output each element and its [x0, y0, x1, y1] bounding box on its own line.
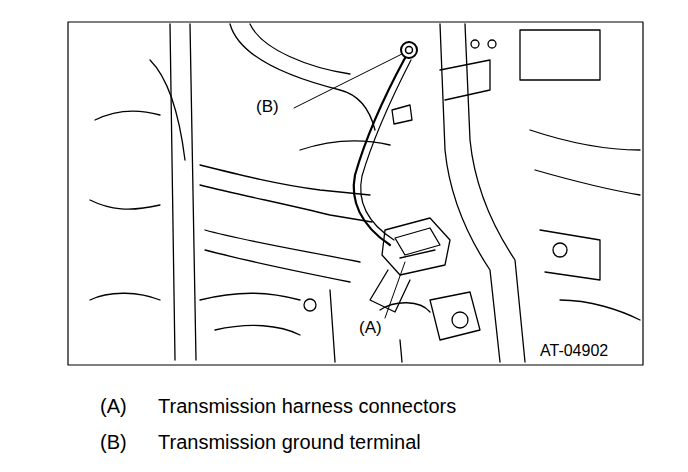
- legend-description: Transmission ground terminal: [156, 431, 423, 454]
- figure-number: AT-04902: [538, 342, 610, 360]
- legend-key: (A): [98, 395, 129, 418]
- leader-lines: [294, 54, 405, 318]
- legend-key: (B): [98, 431, 129, 454]
- legend-description: Transmission harness connectors: [156, 395, 458, 418]
- figure-frame: [68, 22, 643, 365]
- callout-letter: (A): [357, 318, 384, 338]
- callout-letter: (B): [254, 97, 281, 117]
- engine-bay-outline: [90, 24, 640, 362]
- ground-cable: [354, 42, 417, 245]
- harness-connector: [370, 218, 450, 312]
